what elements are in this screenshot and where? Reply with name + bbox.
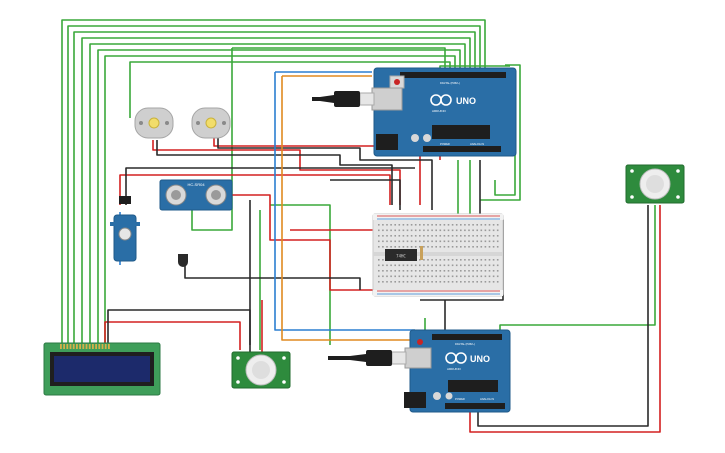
ic-chip-label: 74HC <box>396 254 406 259</box>
ic-chip: 74HC <box>385 246 423 261</box>
arduino-top-brand: ARDUINO <box>432 109 447 113</box>
arduino-bottom-model: UNO <box>470 354 490 364</box>
arduino-bottom-power-label: POWER <box>455 397 465 401</box>
power-jack-top <box>376 134 398 150</box>
arduino-bottom-analog-label: ANALOG IN <box>480 397 494 401</box>
reset-button-bottom[interactable] <box>417 339 423 345</box>
arduino-top-model: UNO <box>456 96 476 106</box>
dc-motor-right <box>191 107 231 139</box>
pir-sensor-right <box>625 164 685 204</box>
usb-port-top <box>371 87 403 111</box>
arduino-top-logo <box>430 94 452 106</box>
temperature-sensor <box>178 254 188 267</box>
servo-motor <box>110 196 140 262</box>
usb-cable-bottom <box>328 350 407 366</box>
arduino-top-analog-label: ANALOG IN <box>470 142 484 146</box>
reset-button-top[interactable] <box>394 79 400 85</box>
orange-wires <box>281 75 410 341</box>
pir-sensor-bottom <box>231 351 291 389</box>
usb-cable-top <box>312 91 375 107</box>
ultrasonic-sensor: HC-SR04 <box>159 179 233 211</box>
arduino-uno-bottom[interactable]: UNO ARDUINO DIGITAL (PWM~) POWER ANALOG … <box>404 329 511 413</box>
lcd-green-wires <box>61 19 486 343</box>
power-jack-bottom <box>404 392 426 408</box>
arduino-top-power-label: POWER <box>440 142 450 146</box>
arduino-top-header-label: DIGITAL (PWM~) <box>440 81 460 85</box>
arduino-bottom-header-label: DIGITAL (PWM~) <box>455 342 475 346</box>
dc-motor-left <box>134 107 174 139</box>
usb-port-bottom <box>404 347 432 369</box>
arduino-bottom-logo <box>445 352 467 364</box>
arduino-uno-top[interactable]: UNO ARDUINO DIGITAL (PWM~) POWER ANALOG … <box>371 67 517 157</box>
lcd-16x2 <box>43 342 161 396</box>
arduino-bottom-brand: ARDUINO <box>447 367 462 371</box>
ultrasonic-label: HC-SR04 <box>187 182 205 187</box>
lcd-pins <box>60 344 110 349</box>
breadboard <box>372 213 504 297</box>
